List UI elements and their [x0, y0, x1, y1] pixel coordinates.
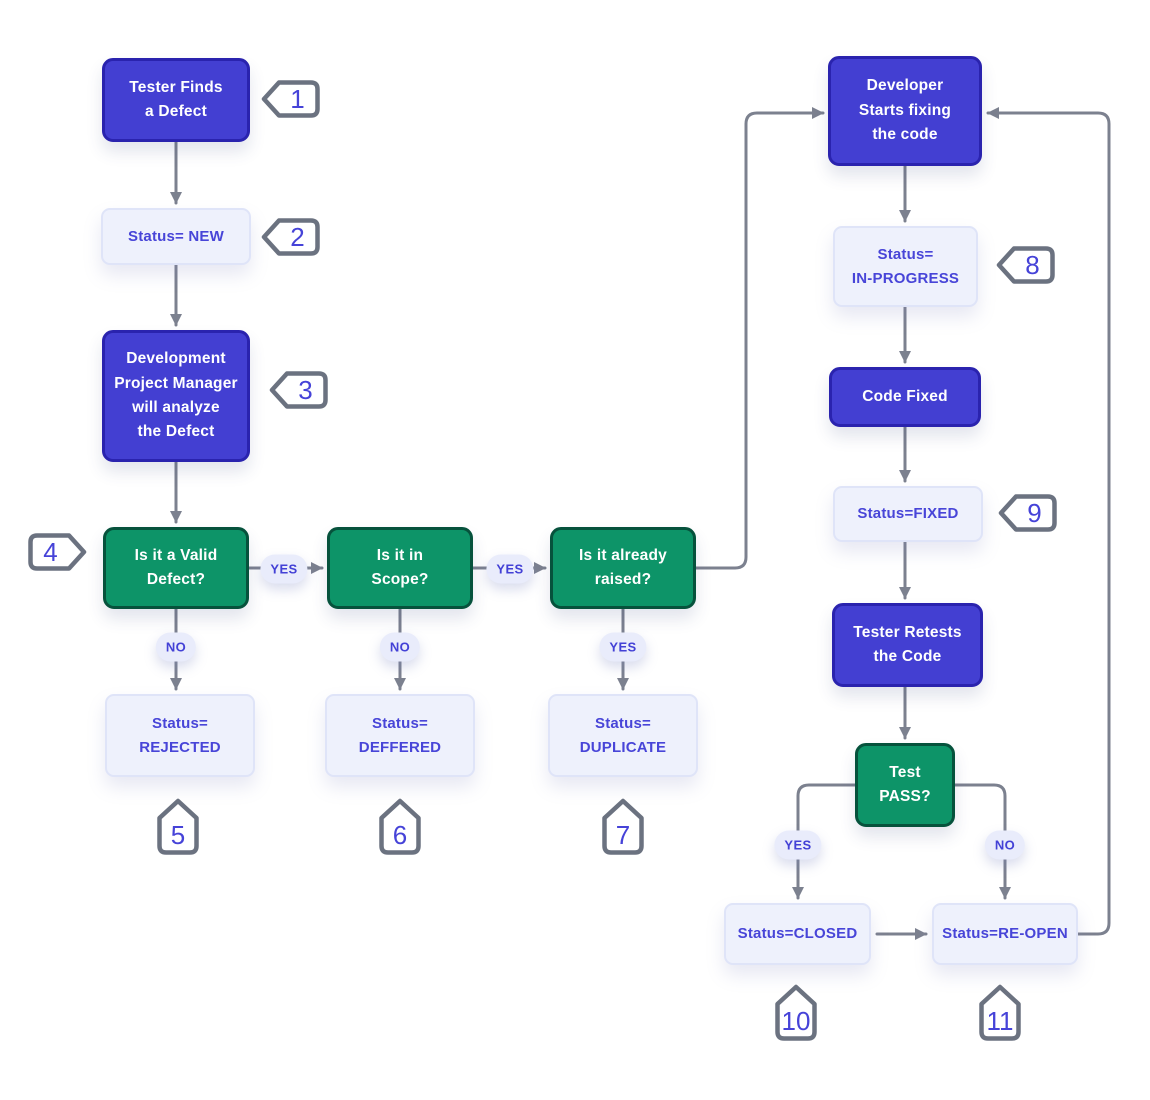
step-marker-5: 5	[155, 797, 201, 857]
edge-label-raised-yes: YES	[599, 632, 647, 662]
node-status-new: Status= NEW	[101, 208, 251, 265]
edge-label-scope-yes: YES	[486, 554, 534, 584]
tag-up-icon	[979, 984, 1021, 1041]
tag-up-icon	[379, 798, 421, 855]
tag-left-icon	[998, 494, 1057, 532]
node-status-fixed: Status=FIXED	[833, 486, 983, 542]
node-is-in-scope: Is it in Scope?	[327, 527, 473, 609]
node-status-duplicate: Status= DUPLICATE	[548, 694, 698, 777]
step-number: 5	[170, 819, 186, 850]
node-tester-finds-defect: Tester Finds a Defect	[102, 58, 250, 142]
node-status-closed: Status=CLOSED	[724, 903, 871, 965]
step-number: 7	[615, 819, 631, 850]
step-number: 3	[298, 374, 313, 405]
step-number: 11	[986, 1005, 1014, 1036]
step-number: 4	[43, 536, 58, 567]
node-status-rejected: Status= REJECTED	[105, 694, 255, 777]
step-number: 10	[781, 1005, 811, 1036]
step-marker-8: 8	[995, 244, 1057, 286]
node-dev-project-manager: Development Project Manager will analyze…	[102, 330, 250, 462]
step-number: 6	[392, 819, 408, 850]
step-number: 8	[1025, 249, 1040, 280]
step-marker-6: 6	[377, 797, 423, 857]
edge-label-valid-yes: YES	[260, 554, 308, 584]
edge-label-valid-no: NO	[155, 632, 197, 662]
connector-raised-to-developer	[694, 107, 825, 570]
tag-left-icon	[261, 218, 320, 256]
step-number: 1	[290, 83, 305, 114]
step-marker-4: 4	[26, 531, 88, 573]
node-developer-fixing: Developer Starts fixing the code	[828, 56, 982, 166]
connector-reopen-loop-to-developer	[986, 107, 1111, 936]
step-marker-2: 2	[260, 216, 322, 258]
tag-right-icon	[28, 533, 87, 571]
node-status-reopen: Status=RE-OPEN	[932, 903, 1078, 965]
node-is-already-raised: Is it already raised?	[550, 527, 696, 609]
node-status-deffered: Status= DEFFERED	[325, 694, 475, 777]
tag-left-icon	[269, 371, 328, 409]
tag-up-icon	[602, 798, 644, 855]
node-status-in-progress: Status= IN-PROGRESS	[833, 226, 978, 307]
edge-label-test-no: NO	[984, 830, 1026, 860]
tag-left-icon	[996, 246, 1055, 284]
step-number: 2	[290, 221, 305, 252]
step-marker-10: 10	[773, 983, 819, 1043]
edge-label-scope-no: NO	[379, 632, 421, 662]
step-marker-9: 9	[997, 492, 1059, 534]
connector-testpass-yes-to-closed	[792, 783, 857, 900]
tag-left-icon	[261, 80, 320, 118]
node-test-pass: Test PASS?	[855, 743, 955, 827]
step-marker-7: 7	[600, 797, 646, 857]
node-is-valid-defect: Is it a Valid Defect?	[103, 527, 249, 609]
edge-label-test-yes: YES	[774, 830, 822, 860]
step-marker-1: 1	[260, 78, 322, 120]
node-code-fixed: Code Fixed	[829, 367, 981, 427]
tag-up-icon	[157, 798, 199, 855]
connector-testpass-no-to-reopen	[953, 783, 1011, 900]
step-marker-3: 3	[268, 369, 330, 411]
step-number: 9	[1027, 497, 1042, 528]
step-marker-11: 11	[977, 983, 1023, 1043]
node-tester-retests: Tester Retests the Code	[832, 603, 983, 687]
tag-up-icon	[775, 984, 817, 1041]
